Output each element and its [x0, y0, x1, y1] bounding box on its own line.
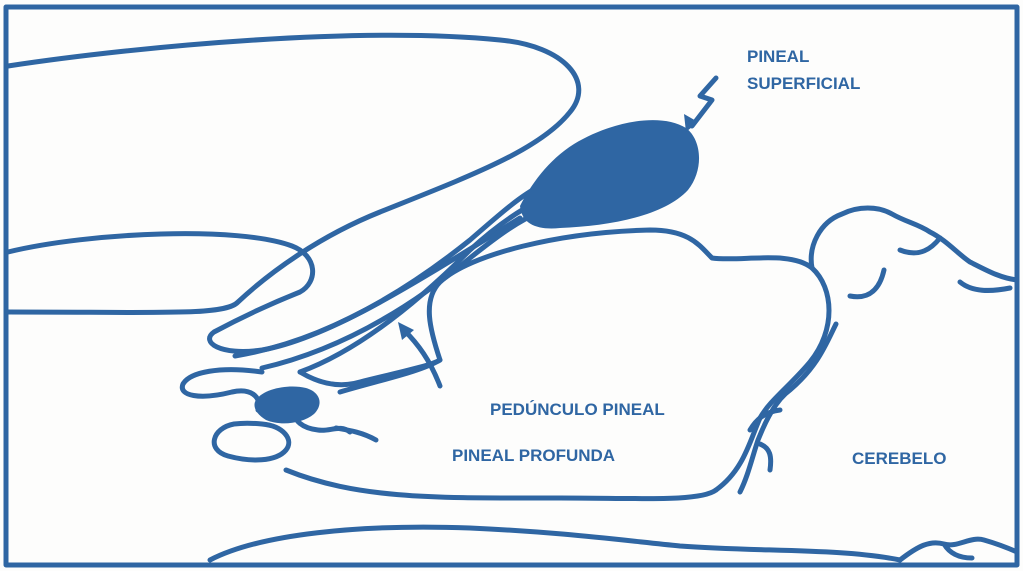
telencephalon-outline [8, 35, 579, 312]
diencephalon-outline [8, 218, 520, 351]
superficial-arrow-head [684, 114, 698, 132]
label-pineal-superficial-line2: SUPERFICIAL [747, 70, 860, 97]
label-pineal-peduncle: PEDÚNCULO PINEAL [490, 396, 665, 423]
label-pineal-deep: PINEAL PROFUNDA [452, 442, 615, 469]
cerebellum-outline [811, 208, 1017, 280]
diagram-frame [6, 7, 1017, 565]
hindbrain-floor [210, 527, 900, 560]
label-cerebellum: CEREBELO [852, 445, 946, 472]
pineal-deep-body [254, 387, 319, 424]
deep-arrow-shaft [336, 428, 376, 440]
cerebellum-lower-folia [900, 539, 1017, 560]
label-pineal-superficial-line1: PINEAL [747, 43, 860, 70]
label-pineal-superficial: PINEAL SUPERFICIAL [747, 43, 860, 97]
superficial-arrow-shaft [692, 78, 716, 126]
brainstem-ventral [286, 470, 716, 499]
preoptic-outline [182, 370, 262, 410]
hypophysis-outline [214, 423, 289, 460]
